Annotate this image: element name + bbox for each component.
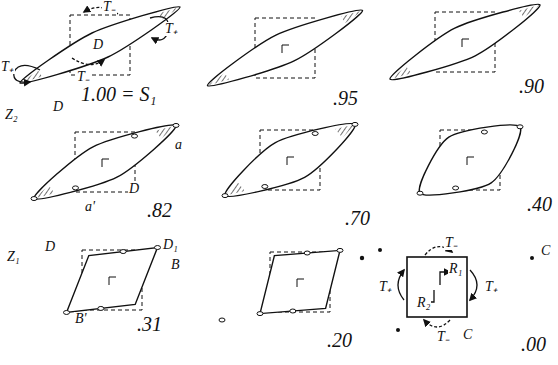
hatched-tip xyxy=(155,125,176,138)
hatched-tip xyxy=(34,186,55,199)
deformed-grain xyxy=(390,4,540,79)
hatched-tip xyxy=(341,10,363,23)
label: .00 xyxy=(520,334,547,354)
label: R₁ xyxy=(448,262,463,276)
deformed-grain xyxy=(260,250,340,313)
label: T₊ xyxy=(378,280,393,294)
orientation-mark xyxy=(467,157,474,165)
marker-circle xyxy=(120,250,126,254)
marker-circle xyxy=(312,132,318,136)
reference-square xyxy=(407,257,467,317)
orientation-mark xyxy=(282,45,289,53)
deformed-grain xyxy=(225,124,355,197)
orientation-mark xyxy=(297,279,304,287)
marker-circle xyxy=(98,306,104,310)
marker-circle xyxy=(262,185,268,189)
hatched-tip xyxy=(519,5,540,18)
label: 1.00 = S₁ xyxy=(80,84,157,104)
marker-circle xyxy=(222,194,228,198)
label: .70 xyxy=(344,208,371,228)
label: .82 xyxy=(146,200,173,220)
marker-circle xyxy=(257,312,263,316)
points-open xyxy=(219,318,225,322)
label: T₋ xyxy=(76,70,91,84)
label: .95 xyxy=(332,88,359,108)
marker-circle xyxy=(453,186,459,190)
marker-circle xyxy=(352,122,358,126)
marker-circle xyxy=(417,191,423,195)
label: D xyxy=(92,38,104,52)
label: T₊ xyxy=(164,22,179,36)
label: C xyxy=(462,328,473,342)
label: .31 xyxy=(136,314,163,334)
deformed-grain xyxy=(20,7,180,84)
label: a xyxy=(174,138,183,152)
deformation-panels xyxy=(20,4,540,317)
orientation-mark xyxy=(287,157,294,165)
hatched-tip xyxy=(335,124,355,137)
orientation-mark xyxy=(462,39,469,47)
hatched-tip xyxy=(225,182,245,195)
label: B xyxy=(170,258,181,272)
orientation-mark xyxy=(102,159,109,167)
label: .90 xyxy=(518,76,545,96)
label: D xyxy=(128,182,140,196)
label: Z₂ xyxy=(4,108,19,122)
marker-circle xyxy=(31,197,37,201)
marker-circle xyxy=(304,251,310,255)
orientation-mark xyxy=(109,277,116,285)
marker-circle xyxy=(64,310,70,314)
hatched-tip xyxy=(158,7,180,20)
hatched-tip xyxy=(390,66,411,79)
label: .20 xyxy=(326,330,353,350)
label: T₋ xyxy=(436,330,451,344)
deformed-grain xyxy=(34,125,176,199)
label: R₂ xyxy=(416,296,431,310)
label: .40 xyxy=(526,194,553,214)
hatched-tip xyxy=(208,73,230,86)
marker-circle xyxy=(517,125,523,129)
label: Z₁ xyxy=(6,250,21,264)
torque-loops xyxy=(14,7,477,327)
marker-circle xyxy=(173,123,179,127)
deformed-grain xyxy=(207,10,362,86)
label: C xyxy=(540,244,551,258)
label: B' xyxy=(74,312,88,326)
points xyxy=(360,248,534,332)
marker-circle xyxy=(337,248,343,252)
label: T₋ xyxy=(444,236,459,250)
deformed-grain xyxy=(419,125,520,195)
marker-circle xyxy=(132,134,138,138)
marker-circle xyxy=(481,130,487,134)
hatched-tip xyxy=(20,71,42,84)
label: T₊ xyxy=(484,280,499,294)
label: D xyxy=(44,240,56,254)
deformed-grain xyxy=(67,248,158,313)
label: D xyxy=(52,100,64,114)
label: T₋ xyxy=(102,0,117,14)
label: D₁ xyxy=(162,238,179,252)
marker-circle xyxy=(72,186,78,190)
label: T₊ xyxy=(0,60,15,74)
marker-circle xyxy=(155,246,161,250)
marker-circle xyxy=(290,309,296,313)
label: a' xyxy=(84,200,96,214)
